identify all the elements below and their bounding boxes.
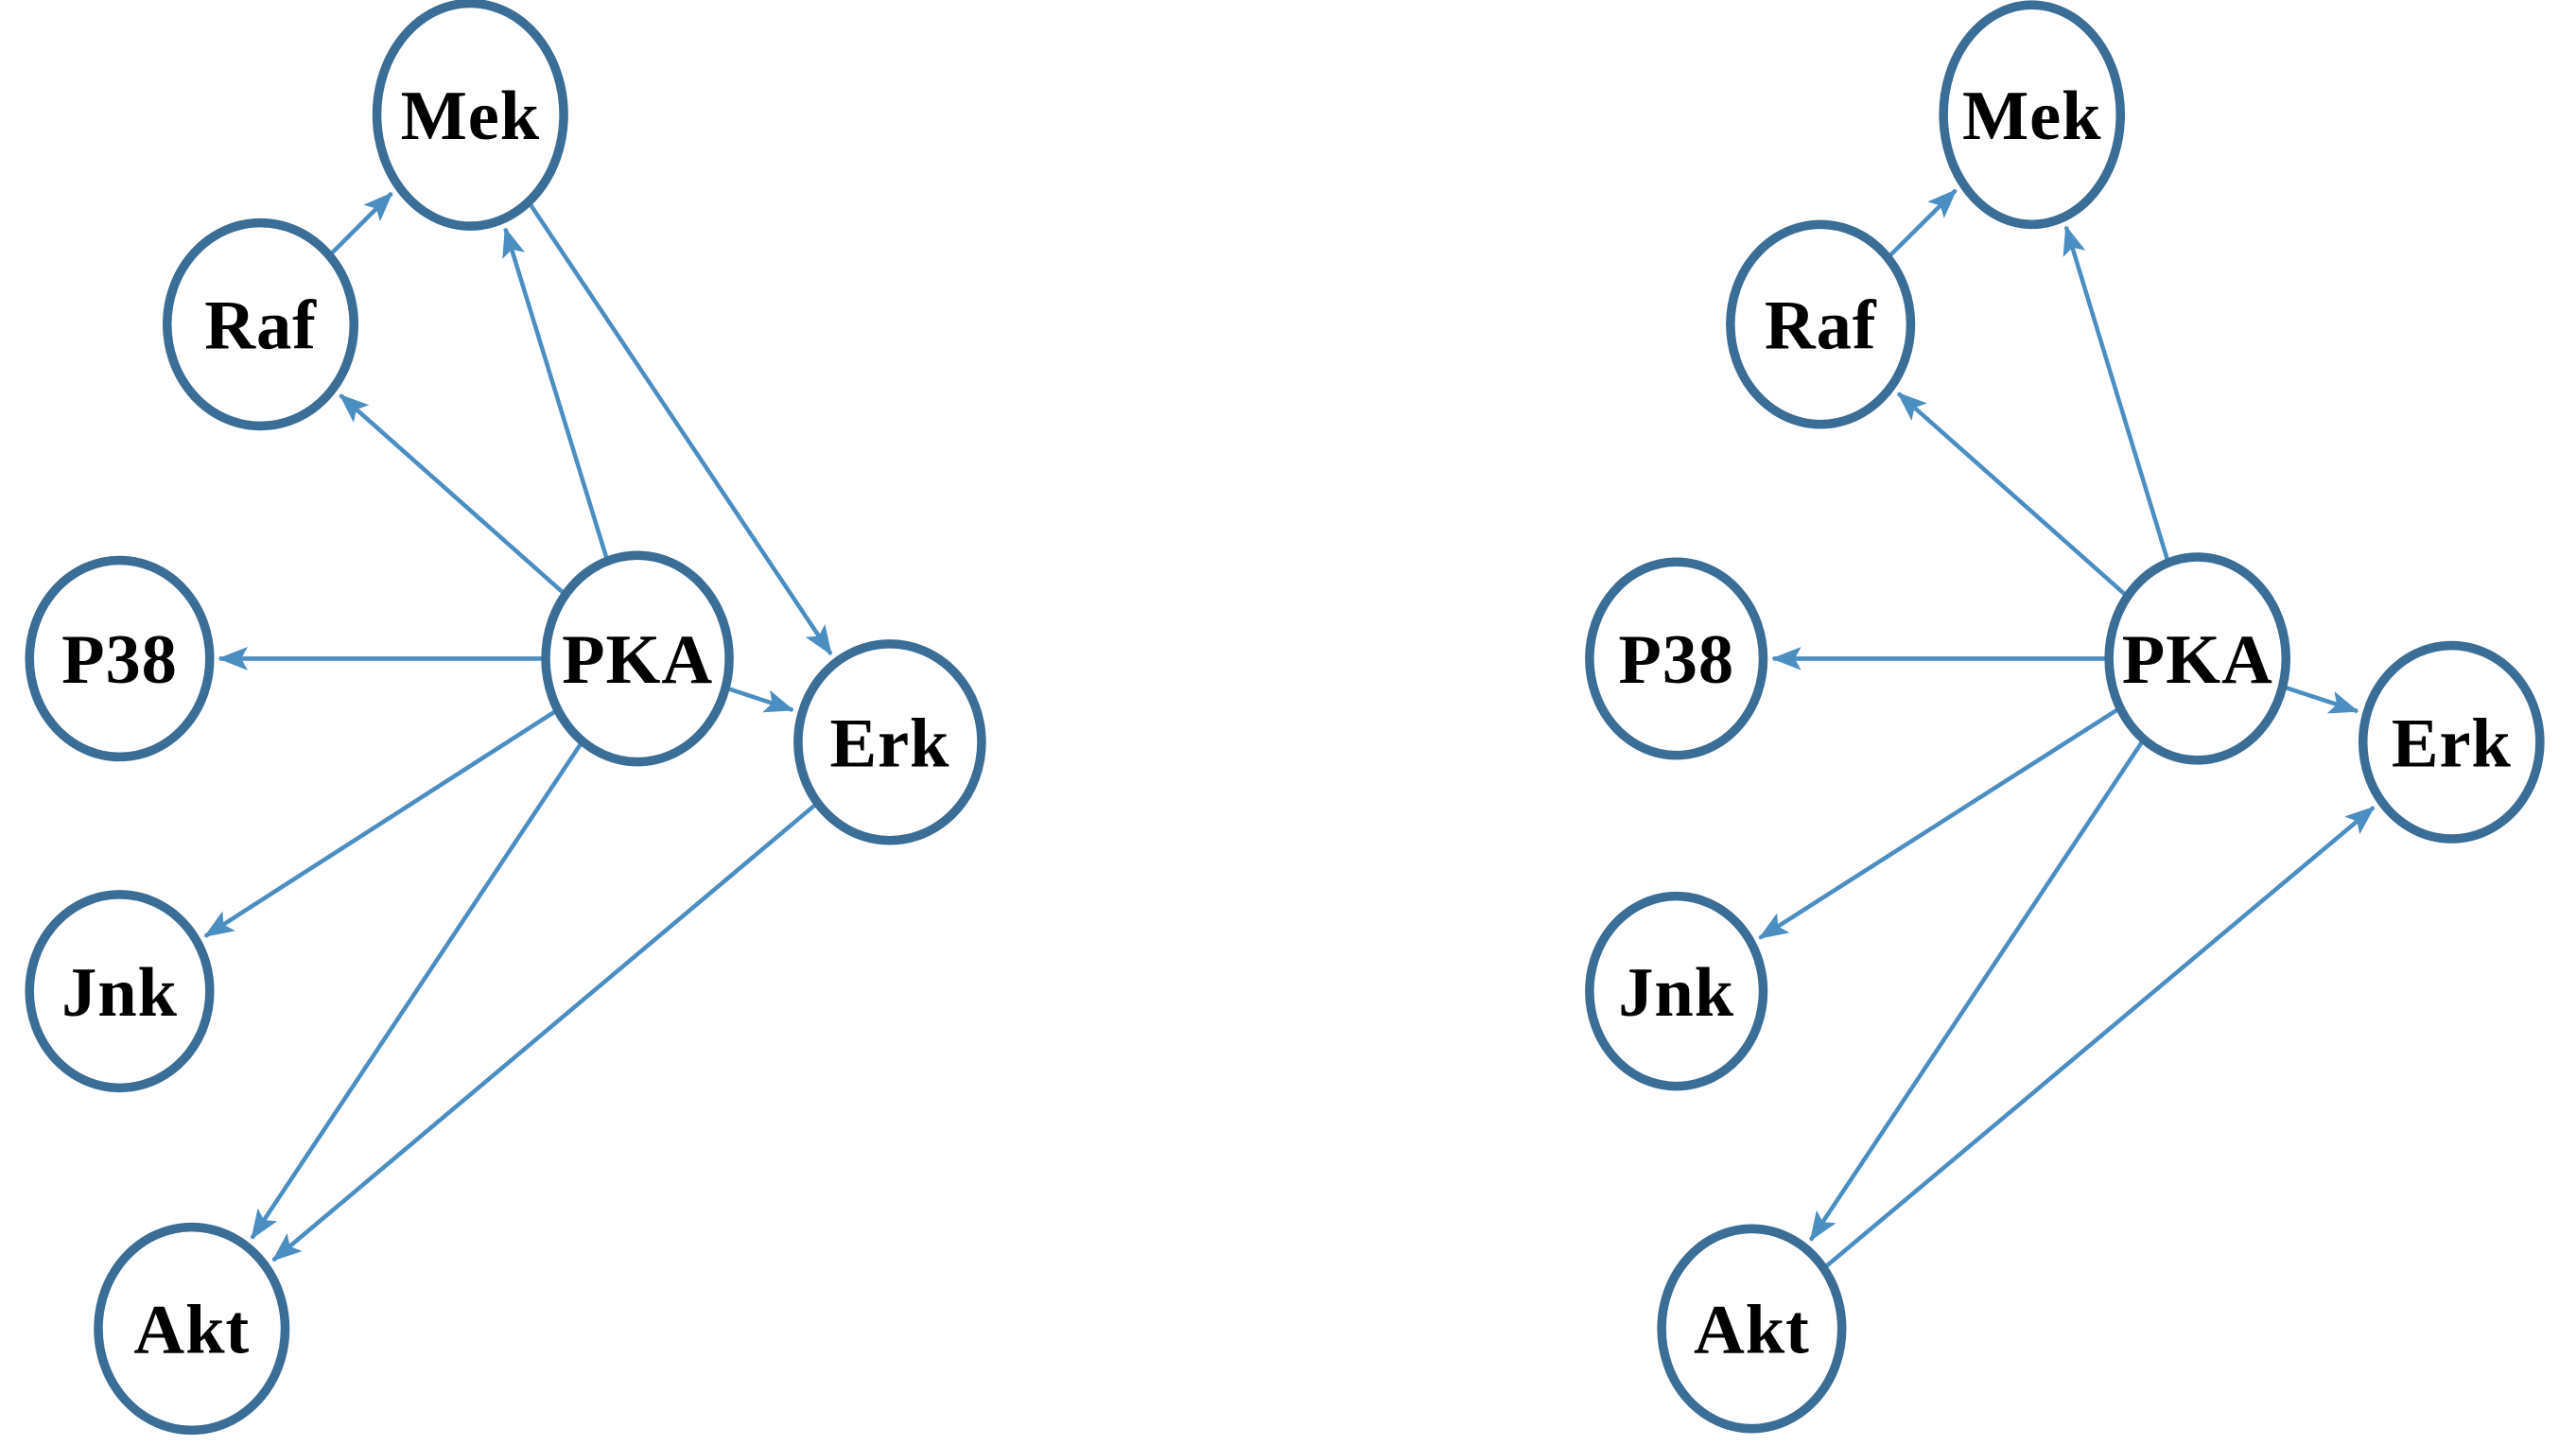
node-label-p38: P38 [61, 621, 178, 699]
node-circle-jnk[interactable] [1585, 891, 1768, 1091]
node-left-graph-raf[interactable]: Raf [162, 218, 359, 431]
edge-left-graph-erk-to-akt [271, 801, 820, 1262]
edge-right-graph-pka-to-mek [2063, 225, 2171, 564]
node-circle-erk[interactable] [2358, 640, 2545, 844]
edge-left-graph-pka-to-mek [502, 227, 610, 562]
node-circle-raf[interactable] [162, 218, 359, 431]
node-label-akt: Akt [133, 1292, 250, 1369]
node-label-raf: Raf [1765, 287, 1877, 365]
edges-group [203, 188, 2376, 1271]
node-circle-jnk[interactable] [25, 890, 215, 1093]
node-label-pka: PKA [2122, 621, 2273, 699]
node-label-jnk: Jnk [61, 954, 178, 1032]
edge-left-graph-raf-to-mek [327, 191, 393, 257]
node-circle-raf[interactable] [1726, 219, 1916, 429]
node-label-pka: PKA [562, 621, 713, 699]
node-circle-pka[interactable] [541, 550, 734, 767]
node-circle-p38[interactable] [25, 555, 215, 762]
node-left-graph-erk[interactable]: Erk [793, 639, 986, 845]
edge-right-graph-pka-to-jnk [1758, 705, 2122, 940]
node-label-p38: P38 [1618, 621, 1734, 699]
node-circle-akt[interactable] [1657, 1224, 1847, 1434]
edge-left-graph-pka-to-raf [339, 393, 567, 597]
node-label-akt: Akt [1694, 1292, 1810, 1369]
node-label-erk: Erk [2392, 705, 2512, 783]
edge-right-graph-pka-to-raf [1896, 392, 2130, 599]
node-circle-erk[interactable] [793, 639, 986, 845]
edge-left-graph-pka-to-erk [724, 686, 795, 713]
node-label-mek: Mek [401, 78, 540, 155]
edge-left-graph-mek-to-erk [527, 200, 833, 656]
node-label-erk: Erk [830, 705, 950, 783]
node-left-graph-jnk[interactable]: Jnk [25, 890, 215, 1093]
node-circle-mek[interactable] [372, 0, 568, 231]
edge-right-graph-raf-to-mek [1886, 188, 1958, 260]
node-right-graph-p38[interactable]: P38 [1585, 557, 1768, 760]
node-left-graph-pka[interactable]: PKA [541, 550, 734, 767]
node-label-mek: Mek [1962, 78, 2101, 155]
edge-left-graph-pka-to-akt [250, 740, 584, 1240]
node-right-graph-akt[interactable]: Akt [1657, 1224, 1847, 1434]
edge-right-graph-akt-to-erk [1821, 805, 2376, 1271]
edge-left-graph-pka-to-jnk [203, 707, 560, 938]
node-right-graph-jnk[interactable]: Jnk [1585, 891, 1768, 1091]
edge-right-graph-pka-to-erk [2281, 684, 2359, 714]
edge-right-graph-pka-to-akt [1808, 738, 2146, 1242]
node-left-graph-akt[interactable]: Akt [94, 1222, 290, 1436]
node-circle-akt[interactable] [94, 1222, 290, 1436]
node-right-graph-raf[interactable]: Raf [1726, 219, 1916, 429]
node-circle-mek[interactable] [1939, 0, 2126, 230]
node-circle-pka[interactable] [2104, 552, 2291, 765]
node-right-graph-erk[interactable]: Erk [2358, 640, 2545, 844]
node-left-graph-p38[interactable]: P38 [25, 555, 215, 762]
node-left-graph-mek[interactable]: Mek [372, 0, 568, 231]
node-label-raf: Raf [204, 287, 317, 365]
node-right-graph-pka[interactable]: PKA [2104, 552, 2291, 765]
node-label-jnk: Jnk [1618, 954, 1734, 1032]
node-right-graph-mek[interactable]: Mek [1939, 0, 2126, 230]
node-circle-p38[interactable] [1585, 557, 1768, 760]
